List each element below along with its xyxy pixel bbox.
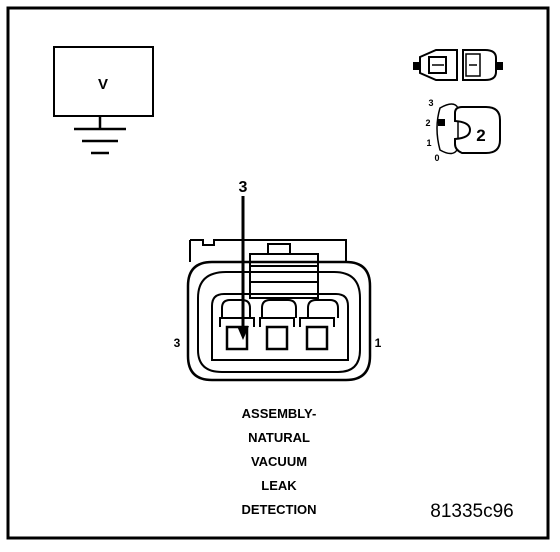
- cavity-label-left: 3: [174, 336, 181, 350]
- probe-scale-label: 3: [428, 98, 433, 108]
- cavity-1: [305, 325, 329, 351]
- caption-line: VACUUM: [251, 454, 307, 469]
- caption-line: LEAK: [261, 478, 297, 493]
- cavity-2: [265, 325, 289, 351]
- pin-callout-arrow: [237, 196, 249, 340]
- caption-line: ASSEMBLY-: [242, 406, 317, 421]
- probe-scale-label: 1: [426, 138, 431, 148]
- diagram-frame: [6, 6, 550, 540]
- connector-face: [186, 239, 372, 382]
- probe-tip-icon: 2 3 2 1 0: [425, 98, 501, 163]
- connector-latch-rail: [190, 239, 347, 262]
- connector-shroud: [186, 260, 372, 382]
- connector-inner-shell: [197, 271, 361, 373]
- cavity-3: [225, 325, 249, 351]
- voltmeter-box: [53, 46, 154, 117]
- voltmeter-label: V: [98, 76, 108, 93]
- cavity-label-right: 1: [375, 336, 382, 350]
- caption-line: DETECTION: [241, 502, 316, 517]
- terminal-carrier: [211, 293, 349, 361]
- probe-tip-number: 2: [476, 126, 485, 145]
- component-caption: ASSEMBLY- NATURAL VACUUM LEAK DETECTION: [241, 406, 316, 517]
- caption-line: NATURAL: [248, 430, 310, 445]
- probe-scale-label: 2: [425, 118, 430, 128]
- pin-callout-number: 3: [239, 179, 248, 196]
- figure-id: 81335c96: [430, 501, 513, 522]
- probe-scale-label: 0: [434, 153, 439, 163]
- voltmeter-symbol: V: [53, 46, 154, 117]
- ground-icon: [74, 116, 126, 155]
- probe-connector-icon: [413, 49, 503, 81]
